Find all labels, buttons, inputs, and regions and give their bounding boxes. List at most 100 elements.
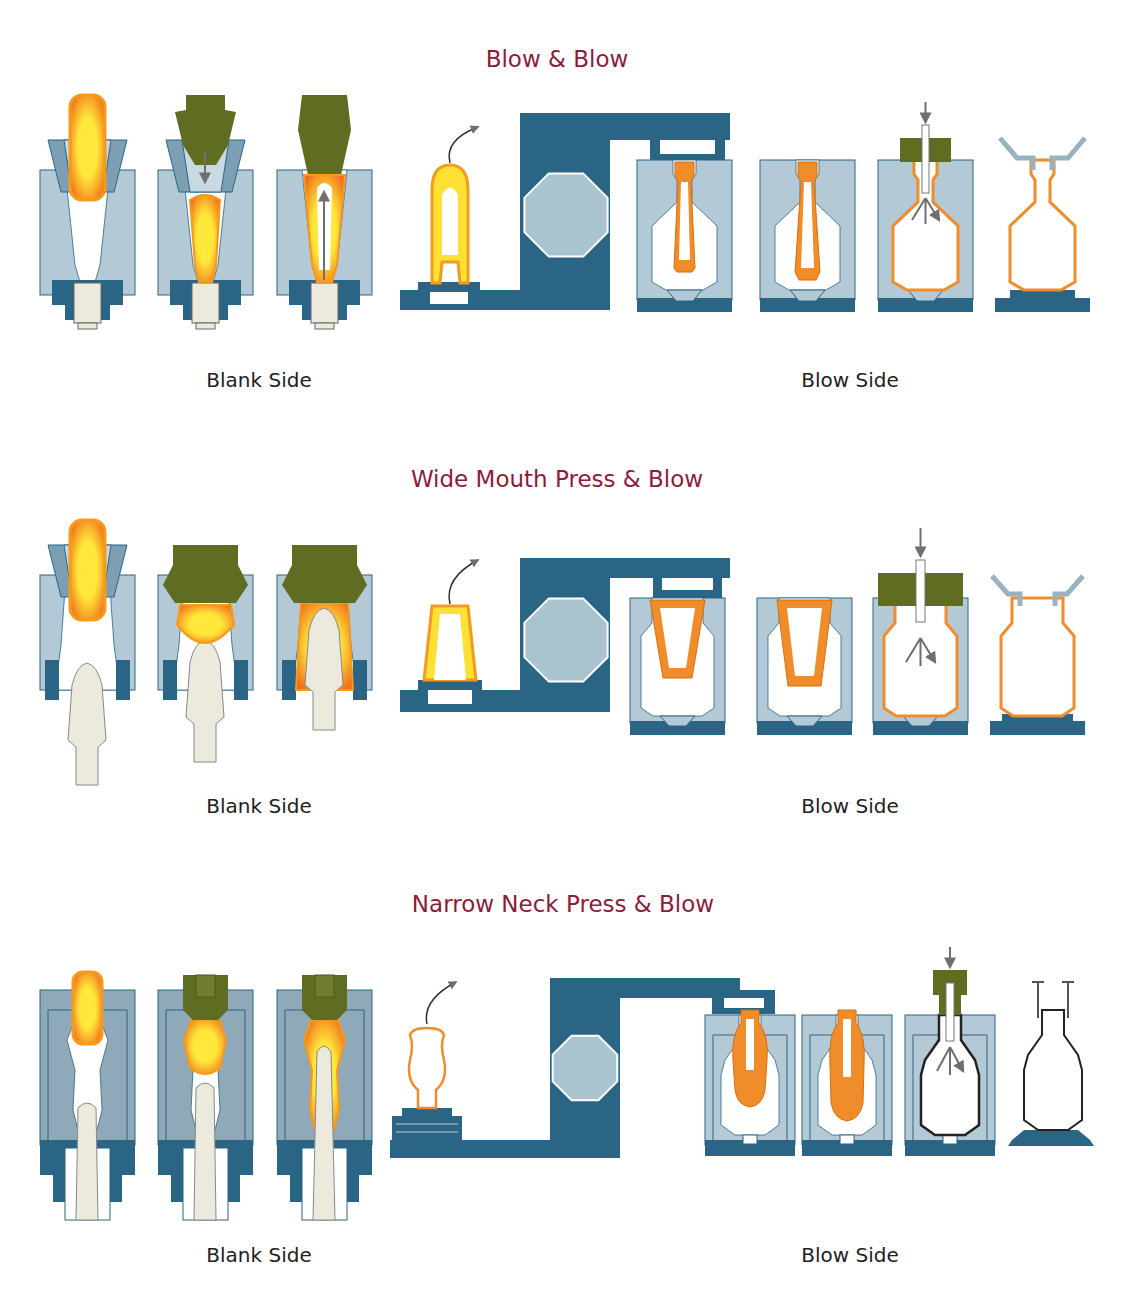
blank-mold bbox=[73, 972, 102, 1044]
blank-mold bbox=[194, 1083, 216, 1220]
finished-bottle bbox=[1032, 982, 1074, 1018]
blow-mold bbox=[925, 102, 927, 122]
blow-mold bbox=[679, 182, 690, 260]
blow-mold bbox=[650, 600, 705, 678]
finished-bottle bbox=[1024, 1010, 1082, 1130]
invert-arm bbox=[524, 173, 607, 256]
invert-arm bbox=[449, 127, 478, 163]
side-label: Blank Side bbox=[206, 1243, 311, 1267]
blow-mold bbox=[795, 162, 820, 280]
blank-mold bbox=[282, 545, 367, 603]
side-label: Blow Side bbox=[801, 368, 898, 392]
blank-mold bbox=[68, 663, 106, 785]
section-title: Wide Mouth Press & Blow bbox=[411, 466, 703, 494]
blank-mold bbox=[158, 545, 253, 762]
blank-mold bbox=[277, 95, 372, 329]
blow-mold bbox=[637, 160, 732, 312]
blow-mold bbox=[705, 1010, 795, 1156]
blow-mold bbox=[906, 638, 935, 666]
invert-arm bbox=[449, 560, 478, 604]
blow-mold bbox=[801, 182, 814, 268]
blow-mold bbox=[937, 1047, 963, 1075]
blank-mold bbox=[40, 972, 135, 1220]
blow-mold bbox=[916, 560, 925, 622]
blank-mold bbox=[277, 975, 372, 1220]
blank-mold bbox=[40, 95, 135, 329]
blank-mold bbox=[183, 975, 228, 1020]
blank-mold bbox=[177, 605, 234, 643]
blow-mold bbox=[946, 983, 954, 1041]
blow-mold bbox=[878, 102, 973, 312]
invert-arm bbox=[402, 1108, 452, 1117]
blow-mold bbox=[920, 528, 922, 556]
side-label: Blow Side bbox=[801, 1243, 898, 1267]
blank-mold bbox=[298, 95, 351, 175]
invert-arm bbox=[396, 1124, 458, 1132]
blow-mold bbox=[733, 1010, 768, 1107]
blank-mold bbox=[158, 990, 253, 1220]
blow-mold bbox=[905, 947, 995, 1156]
blow-mold bbox=[746, 1019, 754, 1070]
blow-mold bbox=[949, 947, 951, 967]
side-label: Blank Side bbox=[206, 368, 311, 392]
side-label: Blow Side bbox=[801, 794, 898, 818]
blank-mold bbox=[190, 195, 220, 282]
blow-mold bbox=[760, 160, 855, 312]
blank-mold bbox=[305, 608, 343, 730]
blow-mold bbox=[637, 160, 732, 312]
invert-arm bbox=[724, 998, 764, 1008]
blow-mold bbox=[830, 1010, 865, 1121]
blank-mold bbox=[158, 975, 253, 1220]
blank-mold bbox=[313, 1046, 335, 1220]
blow-mold bbox=[757, 598, 852, 735]
blank-mold bbox=[323, 192, 325, 280]
blank-mold bbox=[163, 545, 248, 603]
blow-mold bbox=[674, 162, 695, 272]
invert-arm bbox=[432, 165, 468, 283]
invert-arm bbox=[430, 292, 468, 304]
invert-arm bbox=[662, 578, 713, 590]
blow-mold bbox=[630, 598, 725, 735]
finished-jar bbox=[1001, 598, 1074, 716]
blank-mold bbox=[76, 1103, 98, 1220]
finished-jar bbox=[990, 576, 1085, 735]
finished-bottle bbox=[1000, 138, 1085, 170]
blow-mold bbox=[787, 608, 822, 676]
invert-arm bbox=[424, 606, 476, 680]
blank-mold bbox=[277, 545, 372, 730]
blow-mold bbox=[873, 528, 968, 735]
finished-bottle bbox=[995, 138, 1090, 312]
blank-mold bbox=[158, 170, 253, 329]
section-title: Blow & Blow bbox=[486, 46, 629, 74]
blank-mold bbox=[40, 520, 135, 785]
finished-bottle bbox=[1008, 982, 1094, 1146]
blow-mold bbox=[802, 1010, 892, 1156]
blank-mold bbox=[204, 152, 206, 182]
finished-bottle bbox=[995, 290, 1090, 312]
blow-mold bbox=[660, 608, 695, 668]
invert-arm bbox=[426, 982, 456, 1024]
side-label: Blank Side bbox=[206, 794, 311, 818]
blow-mold bbox=[757, 598, 852, 735]
blank-mold bbox=[184, 1018, 226, 1074]
blow-mold bbox=[777, 600, 832, 686]
section-title: Narrow Neck Press & Blow bbox=[412, 891, 714, 919]
blow-mold bbox=[760, 160, 855, 312]
invert-arm bbox=[524, 598, 607, 681]
invert-arm bbox=[660, 140, 715, 154]
blank-mold bbox=[277, 170, 372, 329]
blow-mold bbox=[630, 598, 725, 735]
finished-bottle bbox=[1010, 160, 1075, 290]
blank-mold bbox=[302, 975, 347, 1020]
finished-jar bbox=[992, 576, 1083, 606]
invert-arm bbox=[428, 690, 472, 704]
blank-mold bbox=[315, 975, 334, 997]
blow-mold bbox=[843, 1019, 851, 1077]
blow-mold bbox=[912, 198, 939, 224]
blank-mold bbox=[186, 640, 224, 762]
blank-mold bbox=[196, 975, 215, 997]
invert-arm bbox=[409, 1028, 445, 1108]
invert-arm bbox=[390, 978, 740, 1158]
blank-mold bbox=[304, 175, 345, 282]
